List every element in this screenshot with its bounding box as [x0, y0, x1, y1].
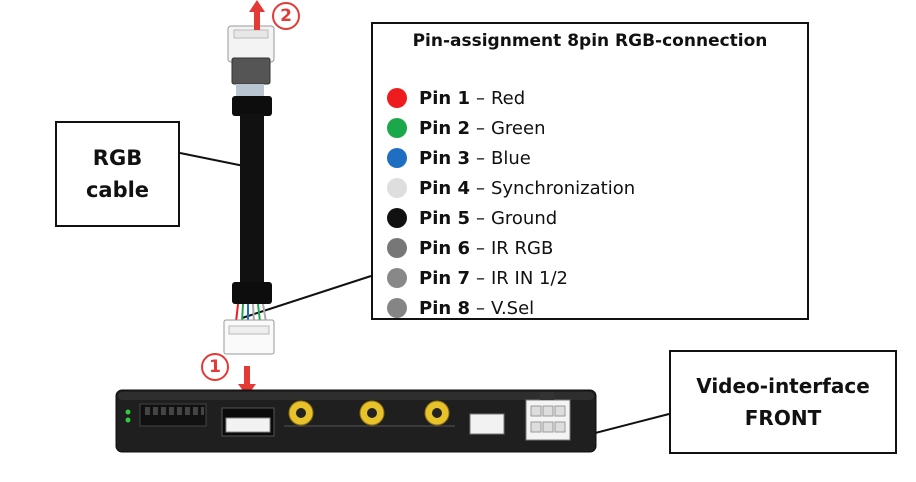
rca-jack-3	[424, 400, 450, 426]
pin-name: Green	[490, 117, 546, 139]
top-sleeve	[232, 96, 272, 116]
pin-label: Pin 5	[419, 207, 470, 229]
rca-jack-1	[288, 400, 314, 426]
rgb-cable-callout: RGB cable	[55, 121, 180, 227]
video-interface-device	[115, 389, 597, 453]
step-2-badge: 2	[272, 2, 300, 30]
pin-label: Pin 3	[419, 147, 470, 169]
pin-assignment-title: Pin-assignment 8pin RGB-connection	[412, 31, 768, 51]
pin-separator: –	[475, 117, 485, 139]
pin-separator: –	[475, 237, 485, 259]
pin-label: Pin 4	[419, 177, 470, 199]
pin-row: Pin 8 – V.Sel	[387, 293, 635, 323]
pin-assignment-box: Pin-assignment 8pin RGB-connection Pin 1…	[371, 22, 809, 320]
pin-row: Pin 7 – IR IN 1/2	[387, 263, 635, 293]
rca-jack-2	[359, 400, 385, 426]
pin-name: Ground	[490, 207, 558, 229]
pin-label: Pin 7	[419, 267, 470, 289]
pin-name: V.Sel	[490, 297, 535, 319]
pin-name: IR RGB	[490, 237, 554, 259]
pin-color-dot-icon	[387, 268, 407, 288]
cable-body	[240, 114, 264, 290]
small-port	[469, 413, 505, 435]
top-connector-body	[231, 57, 271, 85]
rgb-cable-label-line1: RGB	[92, 146, 143, 170]
bottom-sleeve	[232, 282, 272, 304]
pin-row: Pin 5 – Ground	[387, 203, 635, 233]
pin-label: Pin 6	[419, 237, 470, 259]
pin-label: Pin 2	[419, 117, 470, 139]
pin-separator: –	[475, 297, 485, 319]
pin-name: Red	[490, 87, 526, 109]
pin-list: Pin 1 – Red Pin 2 – Green Pin 3 – Blue P…	[387, 83, 635, 323]
pin-color-dot-icon	[387, 298, 407, 318]
pin-separator: –	[475, 207, 485, 229]
video-interface-label-line2: FRONT	[744, 406, 822, 430]
pin-separator: –	[475, 177, 485, 199]
bottom-connector	[223, 319, 275, 355]
step-1-badge: 1	[201, 353, 229, 381]
pin-color-dot-icon	[387, 178, 407, 198]
pin-color-dot-icon	[387, 208, 407, 228]
pin-name: Synchronization	[490, 177, 636, 199]
pin-separator: –	[475, 87, 485, 109]
pin-separator: –	[475, 267, 485, 289]
pin-label: Pin 1	[419, 87, 470, 109]
rgb-cable-leader-line	[179, 152, 245, 167]
pin-name: IR IN 1/2	[490, 267, 568, 289]
video-interface-callout: Video-interface FRONT	[669, 350, 897, 454]
pin-label: Pin 8	[419, 297, 470, 319]
pin-row: Pin 6 – IR RGB	[387, 233, 635, 263]
pin-row: Pin 2 – Green	[387, 113, 635, 143]
pin-separator: –	[475, 147, 485, 169]
rgb-cable-label-line2: cable	[85, 178, 150, 202]
pin-row: Pin 4 – Synchronization	[387, 173, 635, 203]
pin-row: Pin 1 – Red	[387, 83, 635, 113]
arrow-up-icon	[249, 0, 265, 30]
pin-color-dot-icon	[387, 148, 407, 168]
pin-color-dot-icon	[387, 238, 407, 258]
rgb-cable-illustration	[223, 25, 275, 355]
pin-color-dot-icon	[387, 118, 407, 138]
pin-name: Blue	[490, 147, 531, 169]
pin-row: Pin 3 – Blue	[387, 143, 635, 173]
pin-color-dot-icon	[387, 88, 407, 108]
video-interface-label-line1: Video-interface	[696, 374, 870, 398]
